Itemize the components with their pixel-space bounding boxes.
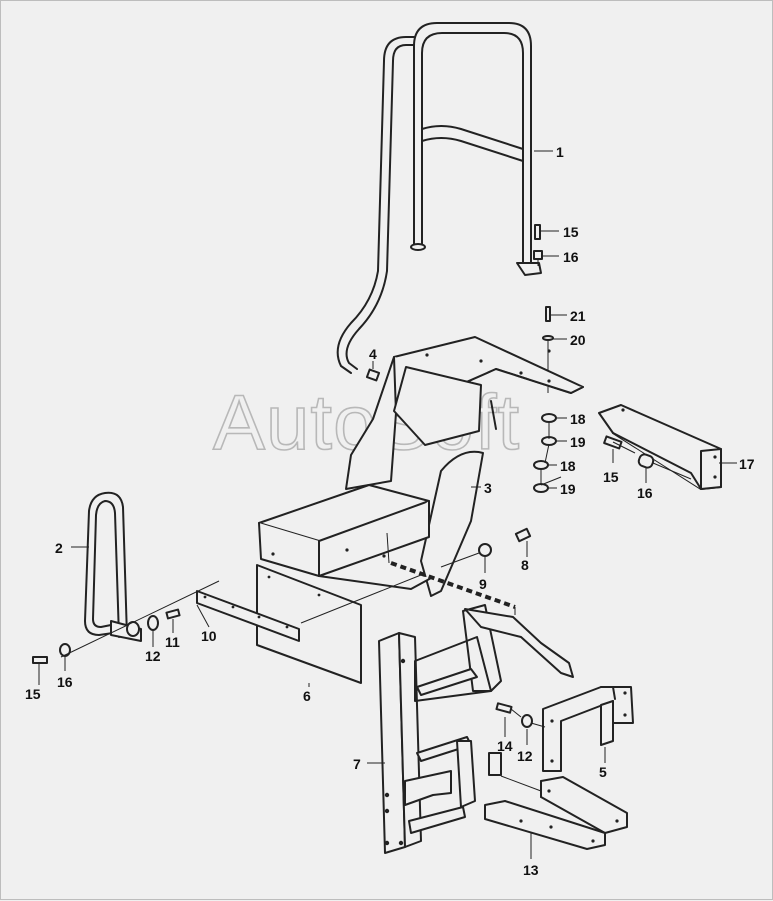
callout-10: 10 — [201, 628, 217, 644]
callout-3: 3 — [484, 480, 492, 496]
callout-18-upper: 18 — [570, 411, 586, 427]
callout-6: 6 — [303, 688, 311, 704]
callout-1: 1 — [556, 144, 564, 160]
callout-18-lower: 18 — [560, 458, 576, 474]
plate-part-6 — [196, 564, 362, 684]
callout-9: 9 — [479, 576, 487, 592]
handrail-part-1 — [336, 22, 542, 374]
support-frame-part-3 — [345, 336, 584, 597]
callout-16-left: 16 — [57, 674, 73, 690]
bolt-washer-part-12-14 — [495, 702, 533, 728]
callout-17: 17 — [739, 456, 755, 472]
tray-part-10-assembly — [258, 484, 434, 590]
callout-15-right: 15 — [603, 469, 619, 485]
frame-part-13 — [484, 776, 628, 850]
bolt-washer-part-8-9 — [478, 527, 532, 557]
callout-11: 11 — [165, 634, 180, 650]
callout-16-top: 16 — [563, 249, 579, 265]
callout-19-upper: 19 — [570, 434, 586, 450]
callout-14: 14 — [497, 738, 513, 754]
grab-handle-part-2 — [32, 491, 181, 664]
bracket-part-5 — [542, 686, 634, 772]
callout-13: 13 — [523, 862, 539, 878]
bracket-part-17 — [598, 404, 722, 490]
callout-20: 20 — [570, 332, 586, 348]
callout-15-left: 15 — [25, 686, 41, 702]
callout-12-left: 12 — [145, 648, 161, 664]
callout-7: 7 — [353, 756, 361, 772]
callout-4: 4 — [369, 346, 377, 362]
callout-21: 21 — [570, 308, 586, 324]
callout-8: 8 — [521, 557, 529, 573]
callout-5: 5 — [599, 764, 607, 780]
callout-labels: 1 15 16 21 20 4 18 19 18 19 17 15 16 3 2… — [25, 144, 755, 878]
callout-16-right: 16 — [637, 485, 653, 501]
ladder-part-7 — [378, 604, 574, 854]
leader-lines — [38, 150, 737, 859]
callout-19-lower: 19 — [560, 481, 576, 497]
callout-15-top: 15 — [563, 224, 579, 240]
callout-2: 2 — [55, 540, 63, 556]
callout-12-right: 12 — [517, 748, 533, 764]
